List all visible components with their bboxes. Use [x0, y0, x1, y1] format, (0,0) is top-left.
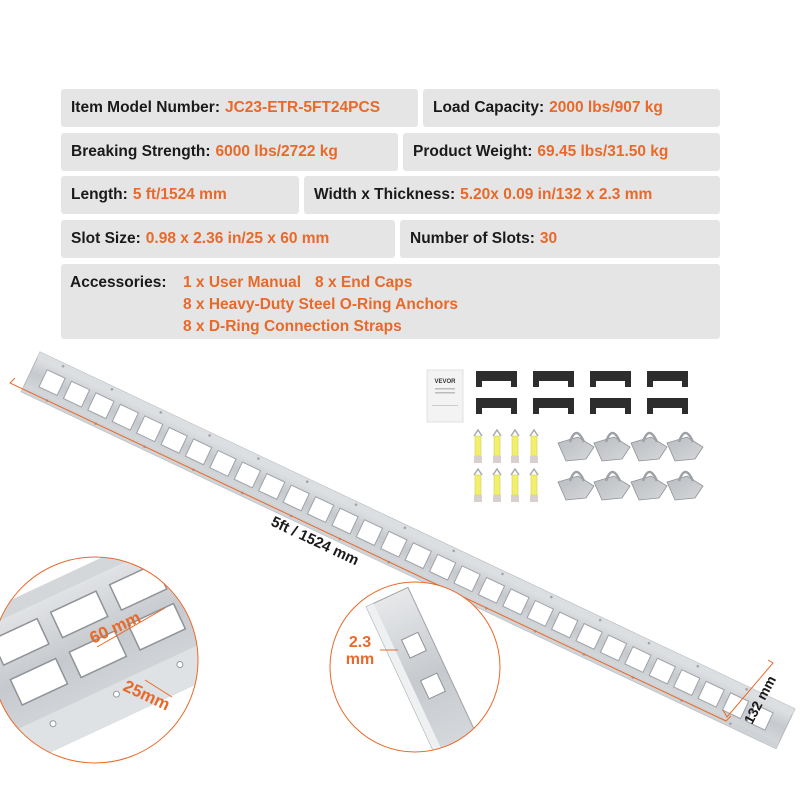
thickness-callout-line2: mm [346, 651, 374, 668]
accessory-item: 8 x Heavy-Duty Steel O-Ring Anchors [183, 296, 459, 313]
spec-value: 0.98 x 2.36 in/25 x 60 mm [145, 230, 330, 247]
thickness-detail: 2.3 mm [329, 581, 501, 753]
spec-label: Slot Size: [71, 230, 141, 247]
accessory-item: 8 x End Caps [315, 274, 413, 291]
spec-value: 69.45 lbs/31.50 kg [537, 143, 669, 160]
width-dimension-line [722, 659, 774, 718]
svg-text:VEVOR: VEVOR [434, 379, 456, 385]
spec-label: Width x Thickness: [314, 186, 456, 203]
thickness-callout-line1: 2.3 [349, 634, 371, 651]
spec-value: 2000 lbs/907 kg [549, 99, 663, 116]
spec-row-3: Length: 5 ft/1524 mm Width x Thickness: … [61, 176, 720, 214]
spec-value: 5.20x 0.09 in/132 x 2.3 mm [460, 186, 653, 203]
spec-row-4: Slot Size: 0.98 x 2.36 in/25 x 60 mm Num… [61, 220, 720, 258]
spec-label: Product Weight: [413, 143, 533, 160]
spec-cell-length: Length: 5 ft/1524 mm [61, 176, 299, 214]
spec-cell-load-capacity: Load Capacity: 2000 lbs/907 kg [423, 89, 720, 127]
spec-cell-model-number: Item Model Number: JC23-ETR-5FT24PCS [61, 89, 418, 127]
spec-cell-breaking-strength: Breaking Strength: 6000 lbs/2722 kg [61, 133, 398, 171]
user-manual: VEVOR [426, 369, 464, 423]
accessory-item: 8 x D-Ring Connection Straps [183, 318, 402, 335]
spec-label: Number of Slots: [410, 230, 535, 247]
spec-cell-product-weight: Product Weight: 69.45 lbs/31.50 kg [403, 133, 720, 171]
d-ring-straps [473, 428, 539, 502]
spec-value: JC23-ETR-5FT24PCS [224, 99, 381, 116]
length-dimension-line [9, 377, 732, 722]
spec-label: Item Model Number: [71, 99, 220, 116]
spec-cell-slot-size: Slot Size: 0.98 x 2.36 in/25 x 60 mm [61, 220, 395, 258]
spec-label: Length: [71, 186, 128, 203]
spec-label: Load Capacity: [433, 99, 545, 116]
spec-row-1: Item Model Number: JC23-ETR-5FT24PCS Loa… [61, 89, 720, 127]
spec-row-2: Breaking Strength: 6000 lbs/2722 kg Prod… [61, 133, 720, 171]
o-ring-anchors [557, 431, 704, 501]
end-caps [476, 371, 688, 414]
spec-label: Breaking Strength: [71, 143, 211, 160]
spec-value: 6000 lbs/2722 kg [215, 143, 338, 160]
accessories-label: Accessories: [70, 274, 167, 291]
spec-cell-number-of-slots: Number of Slots: 30 [400, 220, 720, 258]
accessory-item: 1 x User Manual [183, 274, 302, 291]
spec-value: 5 ft/1524 mm [132, 186, 227, 203]
spec-cell-width-thickness: Width x Thickness: 5.20x 0.09 in/132 x 2… [304, 176, 720, 214]
slot-size-detail: 60 mm 25mm [0, 556, 199, 764]
spec-value: 30 [539, 230, 558, 247]
product-illustration: 5ft / 1524 mm 132 mm VEVOR [0, 345, 800, 800]
